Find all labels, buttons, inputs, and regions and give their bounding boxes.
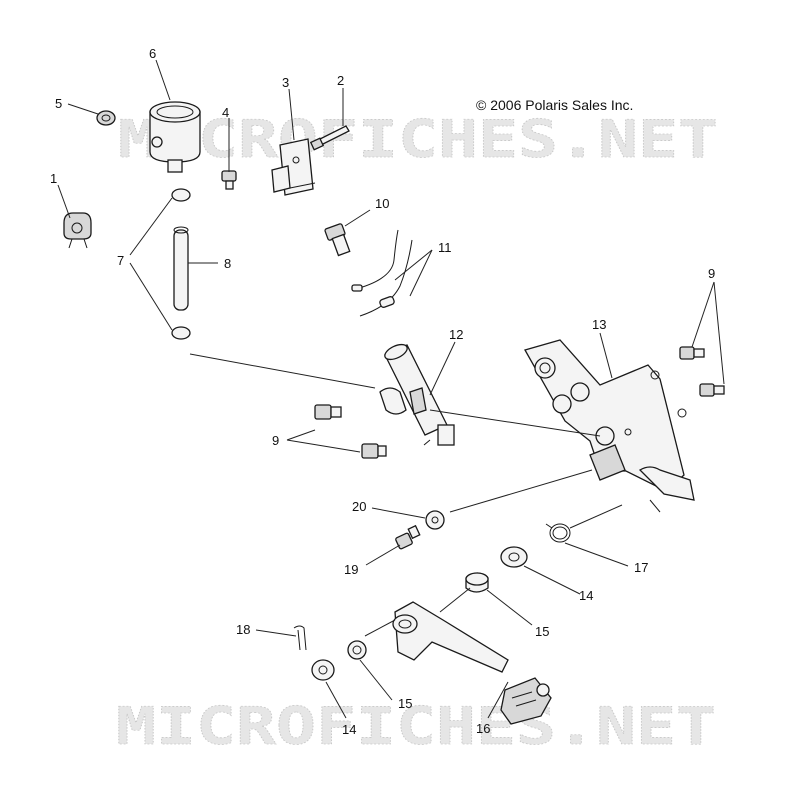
part-18-cotter-pin xyxy=(293,625,307,651)
part-7-clamps xyxy=(171,188,191,340)
part-16-brake-pedal xyxy=(392,601,552,725)
part-9-bolts-left xyxy=(314,404,387,459)
watermark-bottom: MICROFICHES.NET xyxy=(116,697,716,757)
part-5-screw xyxy=(96,110,116,126)
callout-9-left: 9 xyxy=(272,433,279,448)
assembly-lines xyxy=(189,353,623,637)
callout-15-upper: 15 xyxy=(535,624,549,639)
callout-18: 18 xyxy=(236,622,250,637)
callout-17: 17 xyxy=(634,560,648,575)
callout-14-lower: 14 xyxy=(342,722,356,737)
callout-15-lower: 15 xyxy=(398,696,412,711)
callout-14-right: 14 xyxy=(579,588,593,603)
callout-2: 2 xyxy=(337,73,344,88)
callout-1: 1 xyxy=(50,171,57,186)
part-20-washer xyxy=(425,510,445,530)
callout-16: 16 xyxy=(476,721,490,736)
leader-lines xyxy=(57,59,725,719)
part-12-master-cylinder xyxy=(379,343,455,446)
part-9-bolts-right xyxy=(679,346,725,397)
part-15-bushing-lower xyxy=(347,640,367,660)
copyright-notice: © 2006 Polaris Sales Inc. xyxy=(476,97,633,113)
watermark-top: MICROFICHES.NET xyxy=(118,110,718,170)
callouts: 1 2 3 4 5 6 7 8 9 9 10 11 12 13 14 14 15… xyxy=(50,46,715,737)
part-4-bolt xyxy=(221,170,237,190)
callout-9-right: 9 xyxy=(708,266,715,281)
part-1-clamp xyxy=(63,212,92,249)
part-8-hose xyxy=(173,226,189,311)
callout-10: 10 xyxy=(375,196,389,211)
callout-19: 19 xyxy=(344,562,358,577)
part-6-reservoir xyxy=(149,101,201,173)
part-15-bushing-upper xyxy=(465,572,489,593)
callout-7: 7 xyxy=(117,253,124,268)
callout-13: 13 xyxy=(592,317,606,332)
part-2-pin xyxy=(309,125,350,151)
part-14-washer-right xyxy=(500,546,528,568)
callout-12: 12 xyxy=(449,327,463,342)
callout-3: 3 xyxy=(282,75,289,90)
part-14-washer-lower xyxy=(311,659,335,681)
part-17-spring xyxy=(545,523,571,543)
callout-20: 20 xyxy=(352,499,366,514)
callout-6: 6 xyxy=(149,46,156,61)
part-11-wires xyxy=(351,229,413,317)
callout-5: 5 xyxy=(55,96,62,111)
part-3-bracket xyxy=(271,138,316,196)
part-13-mount-bracket xyxy=(524,339,695,513)
callout-8: 8 xyxy=(224,256,231,271)
callout-4: 4 xyxy=(222,105,229,120)
part-10-bolt xyxy=(324,223,351,257)
callout-11: 11 xyxy=(438,240,452,255)
